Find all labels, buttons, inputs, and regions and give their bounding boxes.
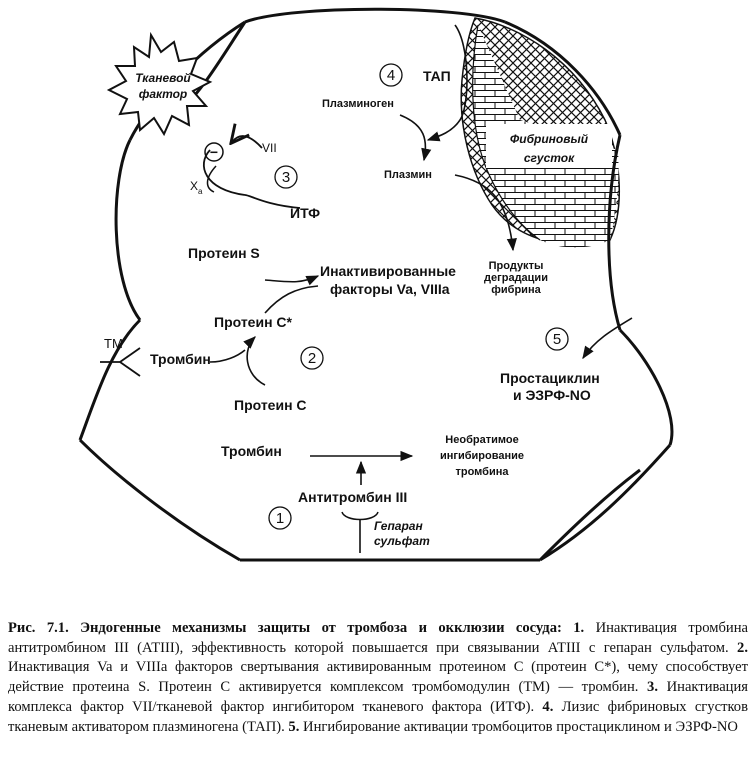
degradation-label-1: Продукты [489,260,544,272]
prostacyclin-arrow [582,317,633,360]
inactivated-label-1: Инактивированные [320,263,456,279]
diagram: Фибриновый сгусток Тканевой фактор − VII… [78,7,674,562]
tap-label: ТАП [423,68,451,84]
thrombin-label-2: Тромбин [221,443,282,459]
mechanism-5: 5 Простациклин и ЭЗРФ-NO [500,317,633,403]
caption-s5: Ингибирование активации тромбоцитов прос… [303,718,738,735]
minus-sign: − [210,144,218,160]
tissue-factor-label-2: фактор [139,87,188,101]
protein-c-active-label: Протеин C* [214,314,293,330]
prostacyclin-label-2: и ЭЗРФ-NO [513,387,591,403]
number-5-circle [545,327,569,351]
number-4: 4 [387,67,395,84]
figure-caption: Рис. 7.1. Эндогенные механизмы защиты от… [8,619,748,737]
fibrin-clot-label-1: Фибриновый [510,132,589,146]
minus-circle [204,142,224,162]
caption-s3: Инактивация комплекса фактор VII/тканево… [8,679,749,715]
itf-label: ИТФ [290,205,320,221]
number-1-circle [268,506,292,530]
degradation-label-2: деградации [484,272,548,284]
heparan-binding [341,511,379,521]
factor-xa-label: Xa [190,179,203,196]
fibrin-clot: Фибриновый сгусток [460,17,620,248]
number-5: 5 [553,331,561,348]
factor-vii-label: VII [262,141,277,155]
mechanism-2: Протеин S Инактивированные факторы Va, V… [100,245,456,413]
plasminogen-arrow [399,114,432,162]
protein-c-arrow [243,336,266,386]
prostacyclin-label-1: Простациклин [500,370,600,386]
tissue-factor-label-1: Тканевой [135,71,191,85]
vii-arrow [232,136,263,149]
irreversible-label-1: Необратимое [445,434,518,446]
tm-label: ТМ [104,336,123,351]
caption-s2-num: 2. [737,639,748,656]
thrombin-label-1: Тромбин [150,351,211,367]
protein-c-label: Протеин C [234,397,307,413]
heparan-label-2: сульфат [374,534,430,548]
protein-s-arrow [264,275,320,286]
number-2-circle [300,346,324,370]
tm-receptor [100,347,141,377]
number-3-circle [274,165,298,189]
caption-s1-num: 1. [573,620,585,636]
number-1: 1 [276,510,284,527]
caption-title: Рис. 7.1. Эндогенные механизмы защиты от… [8,620,562,636]
caption-s4-num: 4. [542,698,554,715]
caption-s2: Инактивация Va и VIIIa факторов свертыва… [8,659,748,696]
irreversible-label-2: ингибирование [440,450,524,462]
caption-s4: Лизис фибриновых сгустков тканевым актив… [8,698,748,735]
plasmin-label: Плазмин [384,169,432,181]
diagram-svg: Фибриновый сгусток Тканевой фактор − VII… [78,7,674,562]
degradation-arrow [454,174,517,252]
itf-loop [202,149,246,196]
inactivated-label-2: факторы Va, VIIIa [330,281,450,297]
caption-s3-num: 3. [647,679,658,696]
heparan-label-1: Гепаран [374,519,423,533]
number-4-circle [379,63,403,87]
caption-s5-num: 5. [288,718,300,735]
tissue-factor-burst: Тканевой фактор [106,31,213,137]
plasminogen-label: Плазминоген [322,98,394,110]
mechanism-3: − VII Xa 3 ИТФ [190,136,320,221]
antithrombin-label: Антитромбин III [298,489,407,505]
mechanism-4: 4 ТАП Плазминоген Плазмин Продукты дегра… [322,24,548,296]
tap-arrow [426,24,468,142]
number-3: 3 [282,169,290,186]
caption-s1: Инактивация тромбина антитромбином III (… [8,620,748,656]
protein-s-label: Протеин S [188,245,260,261]
fibrin-clot-label-2: сгусток [524,151,575,165]
number-2: 2 [308,350,316,367]
degradation-label-3: фибрина [491,284,541,296]
mechanism-1: Тромбин Необратимое ингибирование тромби… [221,434,524,553]
irreversible-label-3: тромбина [456,466,510,478]
